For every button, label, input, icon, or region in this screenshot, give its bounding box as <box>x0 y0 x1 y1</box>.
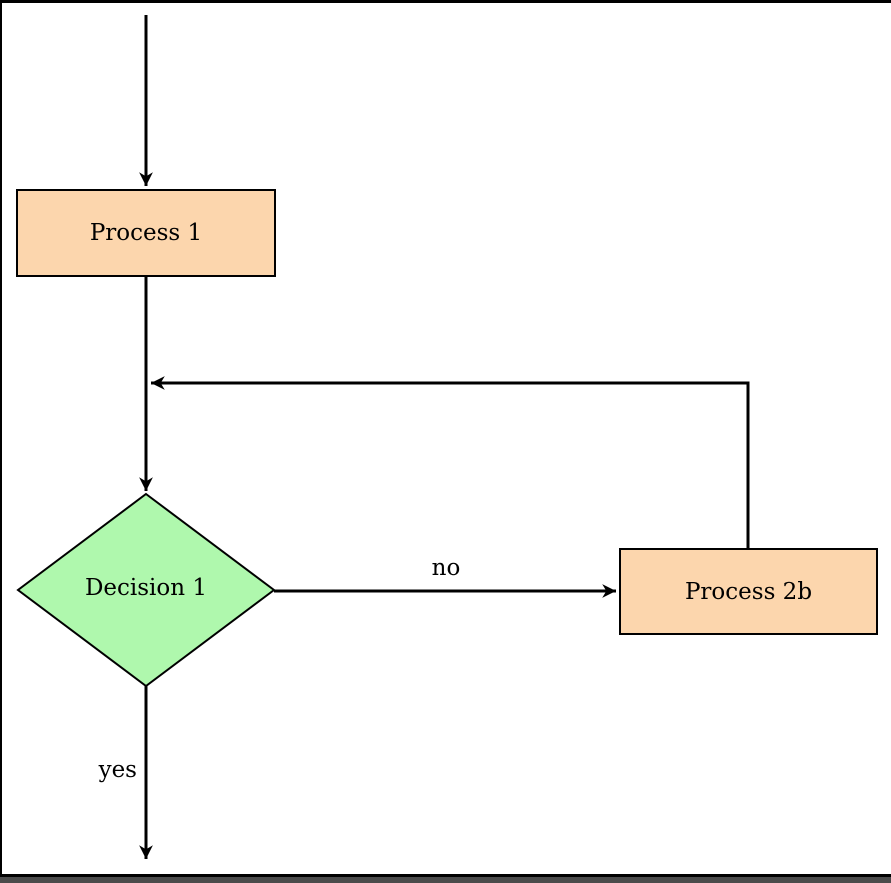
edge-label-yes: yes <box>98 757 137 783</box>
frame-border-bottom <box>0 874 891 877</box>
node-process-1: Process 1 <box>16 189 276 277</box>
node-process-1-label: Process 1 <box>89 220 203 246</box>
node-process-2b-label: Process 2b <box>684 578 813 605</box>
node-process-2b: Process 2b <box>619 548 878 635</box>
frame-border-left <box>0 0 2 877</box>
frame-shadow <box>0 877 891 883</box>
edge-process2b-feedback <box>151 376 750 548</box>
edge-label-no: no <box>431 555 461 581</box>
node-decision-1-shape <box>16 492 276 688</box>
frame-border-top <box>0 0 891 3</box>
